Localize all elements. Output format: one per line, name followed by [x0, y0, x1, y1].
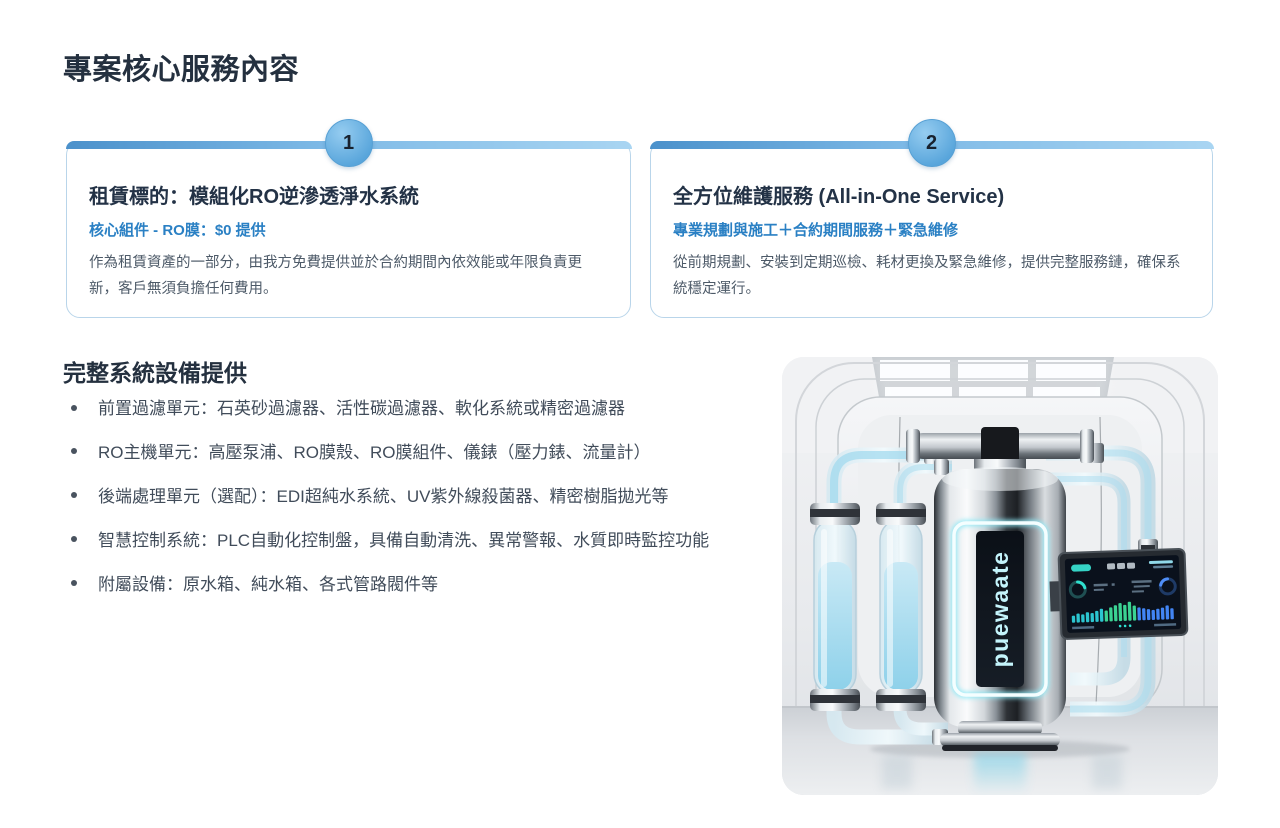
card-subtitle: 專業規劃與施工＋合約期間服務＋緊急維修: [673, 222, 959, 239]
glass-tube-2: [876, 503, 926, 711]
screen-bar-chart: [1071, 601, 1174, 623]
left-pipes: [826, 447, 952, 745]
list-item-text: RO主機單元：高壓泵浦、RO膜殼、RO膜組件、儀錶（壓力錶、流量計）: [98, 442, 651, 462]
list-item-text: 前置過濾單元：石英砂過濾器、活性碳過濾器、軟化系統或精密過濾器: [98, 399, 625, 418]
list-item: 後端處理單元（選配）：EDI超純水系統、UV紫外線殺菌器、精密樹脂拋光等: [63, 482, 763, 513]
card-content: 全方位維護服務 (All-in-One Service) 專業規劃與施工＋合約期…: [651, 142, 1212, 303]
screen-readouts: [1106, 562, 1136, 570]
bullet-icon: [71, 404, 77, 411]
bullet-icon: [71, 492, 77, 499]
screen-dots: [1118, 624, 1132, 628]
card-content: 租賃標的：模組化RO逆滲透淨水系統 核心組件 - RO膜：$0 提供 作為租賃資…: [67, 142, 630, 303]
step-badge-2: 2: [907, 119, 956, 167]
tank-base: [958, 721, 1042, 735]
section-title: 完整系統設備提供: [63, 360, 247, 386]
list-item: 智慧控制系統：PLC自動化控制盤，具備自動清洗、異常警報、水質即時監控功能: [63, 526, 763, 557]
screen-badge: [1071, 564, 1092, 572]
card-title: 租賃標的：模組化RO逆滲透淨水系統: [89, 186, 419, 208]
page-title: 專案核心服務內容: [63, 54, 300, 86]
step-number: 1: [342, 131, 355, 154]
card-body: 從前期規劃、安裝到定期巡檢、耗材更換及緊急維修，提供完整服務鏈，確保系統穩定運行…: [673, 255, 1181, 297]
list-item-text: 後端處理單元（選配）：EDI超純水系統、UV紫外線殺菌器、精密樹脂拋光等: [98, 486, 669, 506]
list-item-text: 智慧控制系統：PLC自動化控制盤，具備自動清洗、異常警報、水質即時監控功能: [98, 530, 710, 550]
machine-illustration: puewaate: [782, 357, 1218, 795]
step-number: 2: [925, 131, 938, 154]
list-item: RO主機單元：高壓泵浦、RO膜殼、RO膜組件、儀錶（壓力錶、流量計）: [63, 438, 763, 469]
card-title: 全方位維護服務 (All-in-One Service): [673, 186, 1005, 208]
card-subtitle: 核心組件 - RO膜：$0 提供: [89, 222, 266, 239]
machine-photo: puewaate: [782, 357, 1218, 795]
brand-text: puewaate: [987, 551, 1013, 668]
bullet-icon: [71, 448, 77, 455]
card-body: 作為租賃資產的一部分，由我方免費提供並於合約期間內依效能或年限負責更新，客戶無須…: [89, 255, 582, 297]
equipment-list: 前置過濾單元：石英砂過濾器、活性碳過濾器、軟化系統或精密過濾器 RO主機單元：高…: [63, 394, 763, 614]
bullet-icon: [71, 580, 77, 587]
glass-tube-1: [810, 503, 860, 711]
central-tank: puewaate: [906, 427, 1094, 751]
list-item-text: 附屬設備：原水箱、純水箱、各式管路閥件等: [98, 574, 438, 594]
list-item: 前置過濾單元：石英砂過濾器、活性碳過濾器、軟化系統或精密過濾器: [63, 394, 763, 425]
service-card-2: 2 全方位維護服務 (All-in-One Service) 專業規劃與施工＋合…: [649, 119, 1214, 318]
list-item: 附屬設備：原水箱、純水箱、各式管路閥件等: [63, 570, 763, 601]
control-screen: [1049, 547, 1189, 640]
screen-text-lines: [1093, 579, 1152, 593]
service-card-1: 1 租賃標的：模組化RO逆滲透淨水系統 核心組件 - RO膜：$0 提供 作為租…: [65, 119, 632, 318]
step-badge-1: 1: [324, 119, 373, 167]
bullet-icon: [71, 536, 77, 543]
brand-panel: [976, 531, 1024, 687]
